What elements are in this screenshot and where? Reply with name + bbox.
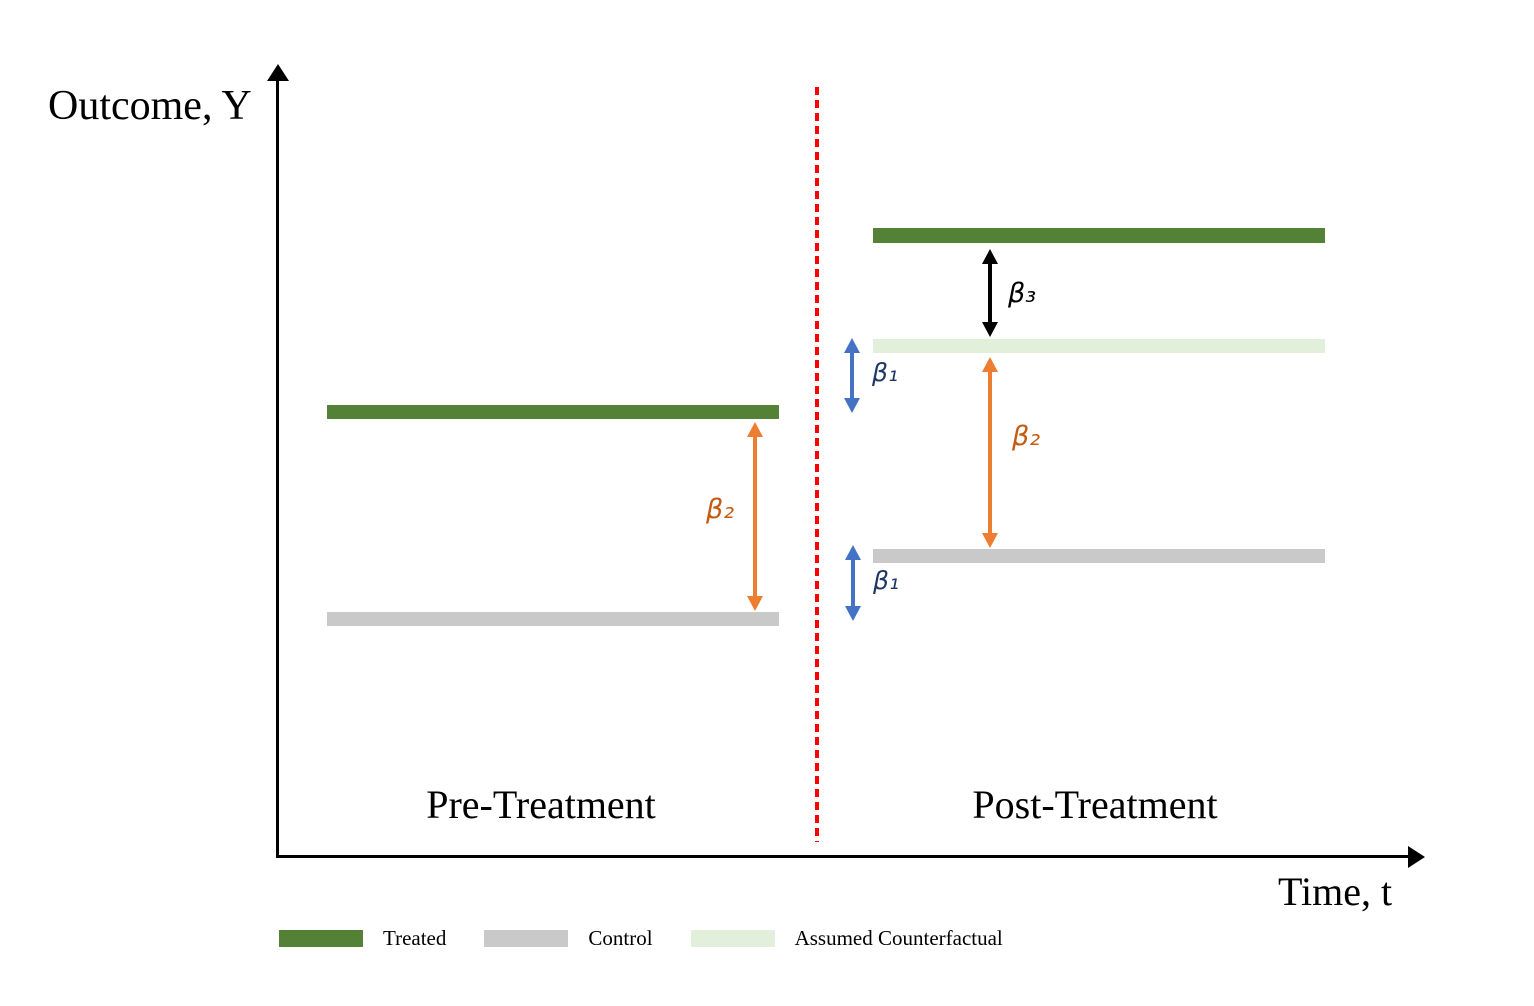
x-axis-label: Time, t: [1278, 869, 1393, 914]
arrow-up-icon: [845, 545, 861, 560]
legend-control-swatch: [484, 930, 569, 947]
post-control-bar: [873, 549, 1325, 563]
legend-treated-swatch: [279, 930, 363, 947]
x-axis-line: [276, 855, 1408, 858]
x-axis-arrowhead-icon: [1408, 846, 1425, 868]
arrow-down-icon: [844, 398, 860, 413]
post-beta3-arrow: [982, 249, 998, 337]
pre-beta2-label: β₂: [706, 494, 735, 525]
post-beta1-upper-arrow: [844, 338, 860, 413]
arrow-down-icon: [747, 596, 763, 611]
pre-treatment-label: Pre-Treatment: [426, 782, 656, 827]
legend: Treated Control Assumed Counterfactual: [279, 926, 1003, 951]
arrow-down-icon: [982, 533, 998, 548]
arrow-down-icon: [982, 322, 998, 337]
pre-beta2-arrow: [747, 422, 763, 611]
treatment-divider-dashed-line: [815, 87, 819, 842]
arrow-shaft: [850, 353, 854, 398]
pre-treated-bar: [327, 405, 779, 419]
post-treatment-label: Post-Treatment: [972, 782, 1218, 827]
legend-control-label: Control: [588, 926, 653, 950]
legend-counterfactual-swatch: [690, 930, 775, 947]
post-beta2-arrow: [982, 357, 998, 548]
arrow-up-icon: [844, 338, 860, 353]
arrow-shaft: [753, 437, 757, 596]
arrow-up-icon: [982, 357, 998, 372]
arrow-down-icon: [845, 606, 861, 621]
pre-control-bar: [327, 612, 779, 626]
arrow-up-icon: [982, 249, 998, 264]
post-beta3-label: β₃: [1008, 278, 1037, 309]
post-counterfactual-bar: [873, 339, 1325, 353]
post-beta1-lower-label: β₁: [873, 566, 899, 595]
y-axis-arrowhead-icon: [267, 64, 289, 81]
post-beta1-upper-label: β₁: [872, 358, 898, 387]
arrow-shaft: [851, 560, 855, 606]
arrow-shaft: [988, 372, 992, 533]
legend-counterfactual-label: Assumed Counterfactual: [794, 926, 1003, 950]
arrow-shaft: [988, 264, 992, 322]
y-axis-line: [276, 79, 279, 858]
post-beta1-lower-arrow: [845, 545, 861, 621]
legend-treated-label: Treated: [383, 926, 447, 950]
y-axis-label: Outcome, Y: [48, 83, 252, 129]
post-beta2-label: β₂: [1012, 421, 1041, 452]
arrow-up-icon: [747, 422, 763, 437]
post-treated-bar: [873, 228, 1325, 243]
